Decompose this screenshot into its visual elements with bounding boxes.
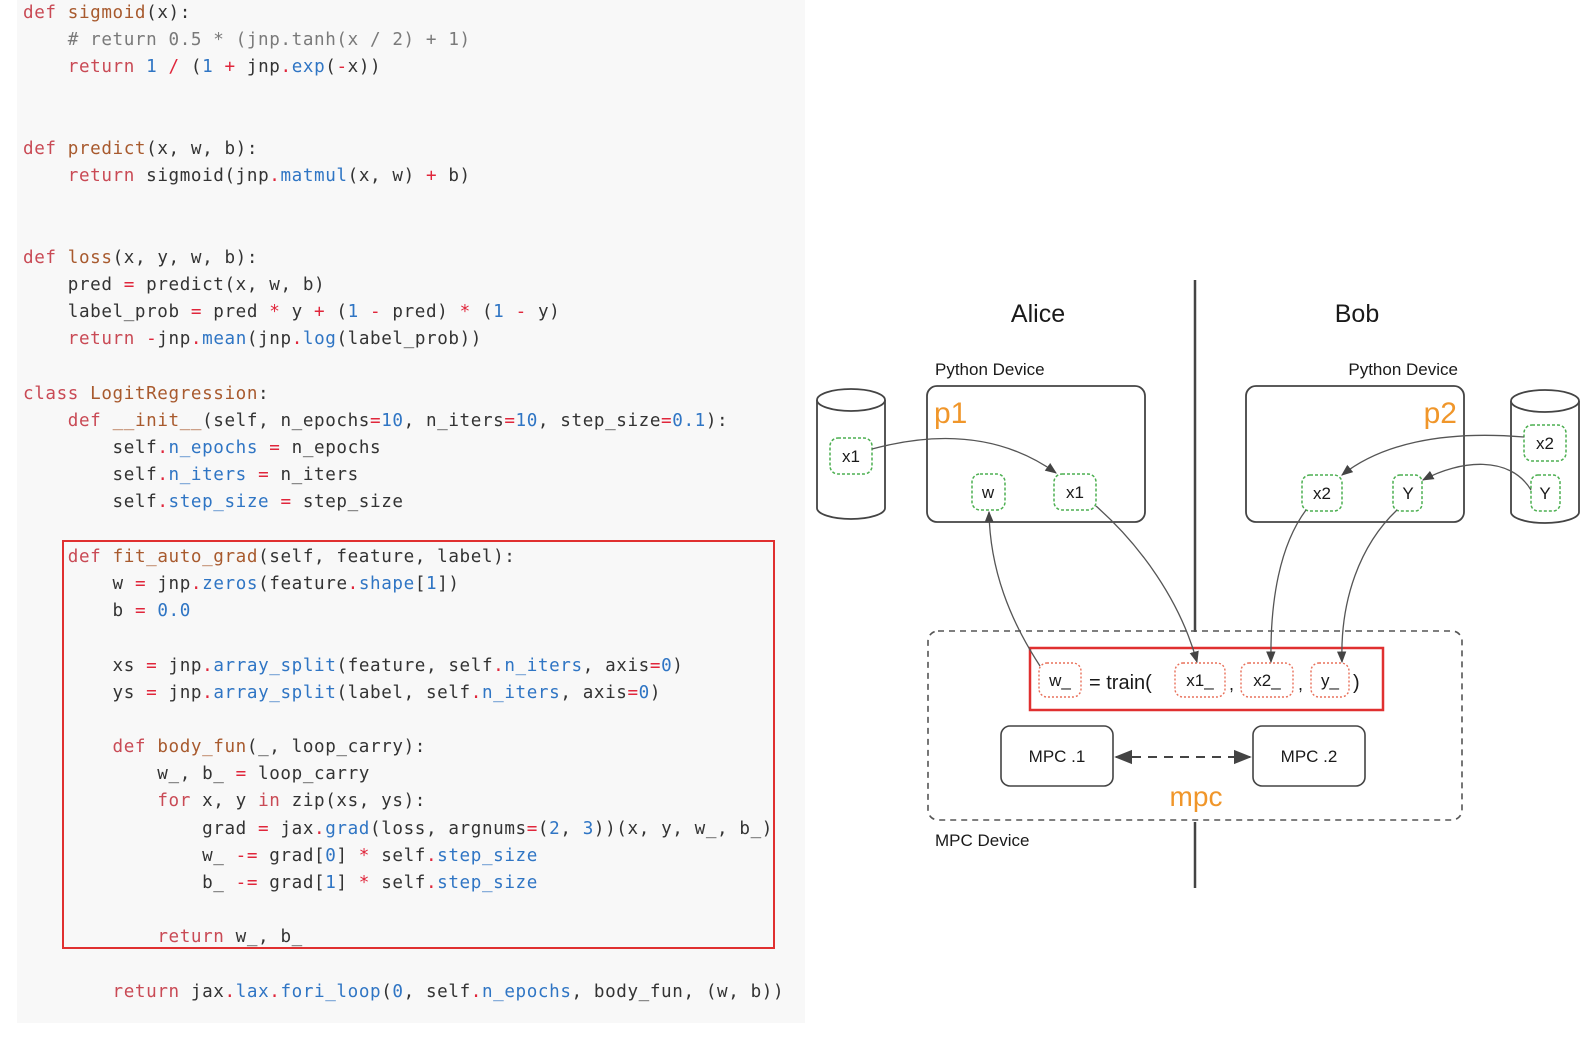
code-block: def sigmoid(x): # return 0.5 * (jnp.tanh… — [23, 0, 784, 1006]
code-line: b_ -= grad[1] * self.step_size — [23, 873, 538, 893]
train-close-paren: ) — [1353, 672, 1360, 694]
svg-text:Y: Y — [1402, 484, 1413, 503]
code-line: return sigmoid(jnp.matmul(x, w) + b) — [67, 166, 471, 187]
code-line: w_, b_ = loop_carry — [23, 764, 370, 785]
mpc-device-label: MPC Device — [935, 831, 1029, 850]
alice-storage-x1: x1 — [829, 437, 873, 475]
bob-device-y: Y — [1392, 474, 1423, 512]
code-line: def predict(x, w, b): — [23, 138, 259, 159]
bob-storage-y: Y — [1530, 474, 1561, 512]
svg-text:MPC .2: MPC .2 — [1281, 747, 1338, 766]
code-line: grad = jax.grad(loss, argnums=(2, 3))(x,… — [23, 818, 773, 839]
code-line: w_ -= grad[0] * self.step_size — [23, 845, 538, 866]
svg-text:y_: y_ — [1321, 671, 1340, 690]
p2-label: p2 — [1424, 397, 1457, 430]
mpc-node-2: MPC .2 — [1252, 725, 1366, 787]
svg-text:MPC .1: MPC .1 — [1029, 747, 1086, 766]
train-function-label: = train( — [1089, 672, 1152, 694]
train-separator-1: , — [1229, 674, 1234, 694]
bob-title: Bob — [1335, 300, 1379, 328]
code-line: b = 0.0 — [23, 601, 191, 622]
code-line: return w_, b_ — [157, 927, 303, 948]
arrow-y-storage-to-device — [1421, 463, 1532, 491]
alice-device-x1: x1 — [1053, 473, 1097, 511]
train-output-w: w_ — [1038, 662, 1082, 698]
svg-text:Y: Y — [1539, 484, 1550, 503]
bob-python-device-label: Python Device — [1348, 360, 1458, 379]
bob-python-device-box — [1245, 385, 1465, 523]
train-call-highlight — [1028, 646, 1385, 712]
bob-device-x2: x2 — [1301, 474, 1343, 512]
code-line: w = jnp.zeros(feature.shape[1]) — [23, 573, 460, 594]
code-line: xs = jnp.array_split(feature, self.n_ite… — [23, 655, 684, 676]
alice-device-w: w — [971, 473, 1006, 511]
alice-python-device-box — [926, 385, 1146, 523]
code-line: def fit_auto_grad(self, feature, label): — [67, 546, 516, 567]
alice-python-device-label: Python Device — [935, 360, 1045, 379]
arrow-x2-storage-to-device — [1341, 434, 1525, 476]
code-line: def __init__(self, n_epochs=10, n_iters=… — [67, 410, 729, 431]
svg-text:w_: w_ — [1048, 671, 1071, 690]
code-line: self.n_iters = n_iters — [23, 465, 359, 486]
svg-text:x1: x1 — [842, 447, 860, 466]
arrow-x1-storage-to-device — [871, 437, 1057, 474]
code-line: # return 0.5 * (jnp.tanh(x / 2) + 1) — [67, 30, 471, 51]
svg-text:x2_: x2_ — [1253, 671, 1281, 690]
code-line: self.n_epochs = n_epochs — [23, 438, 382, 458]
arrow-x1-to-train — [1095, 505, 1199, 664]
code-line: def loss(x, y, w, b): — [23, 247, 259, 268]
code-line: return -jnp.mean(jnp.log(label_prob)) — [67, 329, 482, 350]
code-line: def sigmoid(x): — [23, 3, 191, 23]
train-arg-y: y_ — [1310, 662, 1350, 698]
arrow-w-result-to-alice — [984, 510, 1041, 667]
code-line: def body_fun(_, loop_carry): — [112, 737, 426, 758]
arrow-x2-to-train — [1266, 509, 1307, 664]
svg-text:x1: x1 — [1066, 483, 1084, 502]
svg-text:x2: x2 — [1313, 484, 1331, 503]
fit-auto-grad-highlight — [62, 540, 775, 949]
svg-text:x2: x2 — [1536, 434, 1554, 453]
code-line: class LogitRegression: — [23, 383, 270, 404]
code-line: return jax.lax.fori_loop(0, self.n_epoch… — [112, 981, 785, 1002]
svg-text:w: w — [981, 483, 995, 502]
mpc-node-1: MPC .1 — [1000, 725, 1114, 787]
train-arg-x2: x2_ — [1240, 662, 1294, 698]
alice-title: Alice — [1011, 300, 1065, 328]
code-line: self.step_size = step_size — [23, 492, 404, 513]
code-panel — [17, 0, 805, 1023]
mpc-device-box — [927, 630, 1463, 821]
code-line: for x, y in zip(xs, ys): — [157, 791, 426, 812]
bob-storage-x2: x2 — [1523, 424, 1567, 462]
code-line: ys = jnp.array_split(label, self.n_iters… — [23, 682, 662, 703]
arrow-y-to-train — [1336, 509, 1398, 664]
code-line: pred = predict(x, w, b) — [23, 274, 326, 295]
train-separator-2: , — [1298, 674, 1303, 694]
svg-text:x1_: x1_ — [1186, 671, 1214, 690]
code-line: return 1 / (1 + jnp.exp(-x)) — [67, 57, 382, 78]
code-line: label_prob = pred * y + (1 - pred) * (1 … — [23, 302, 561, 323]
mpc-label: mpc — [1170, 781, 1223, 812]
p1-label: p1 — [934, 397, 967, 430]
train-arg-x1: x1_ — [1174, 662, 1226, 698]
